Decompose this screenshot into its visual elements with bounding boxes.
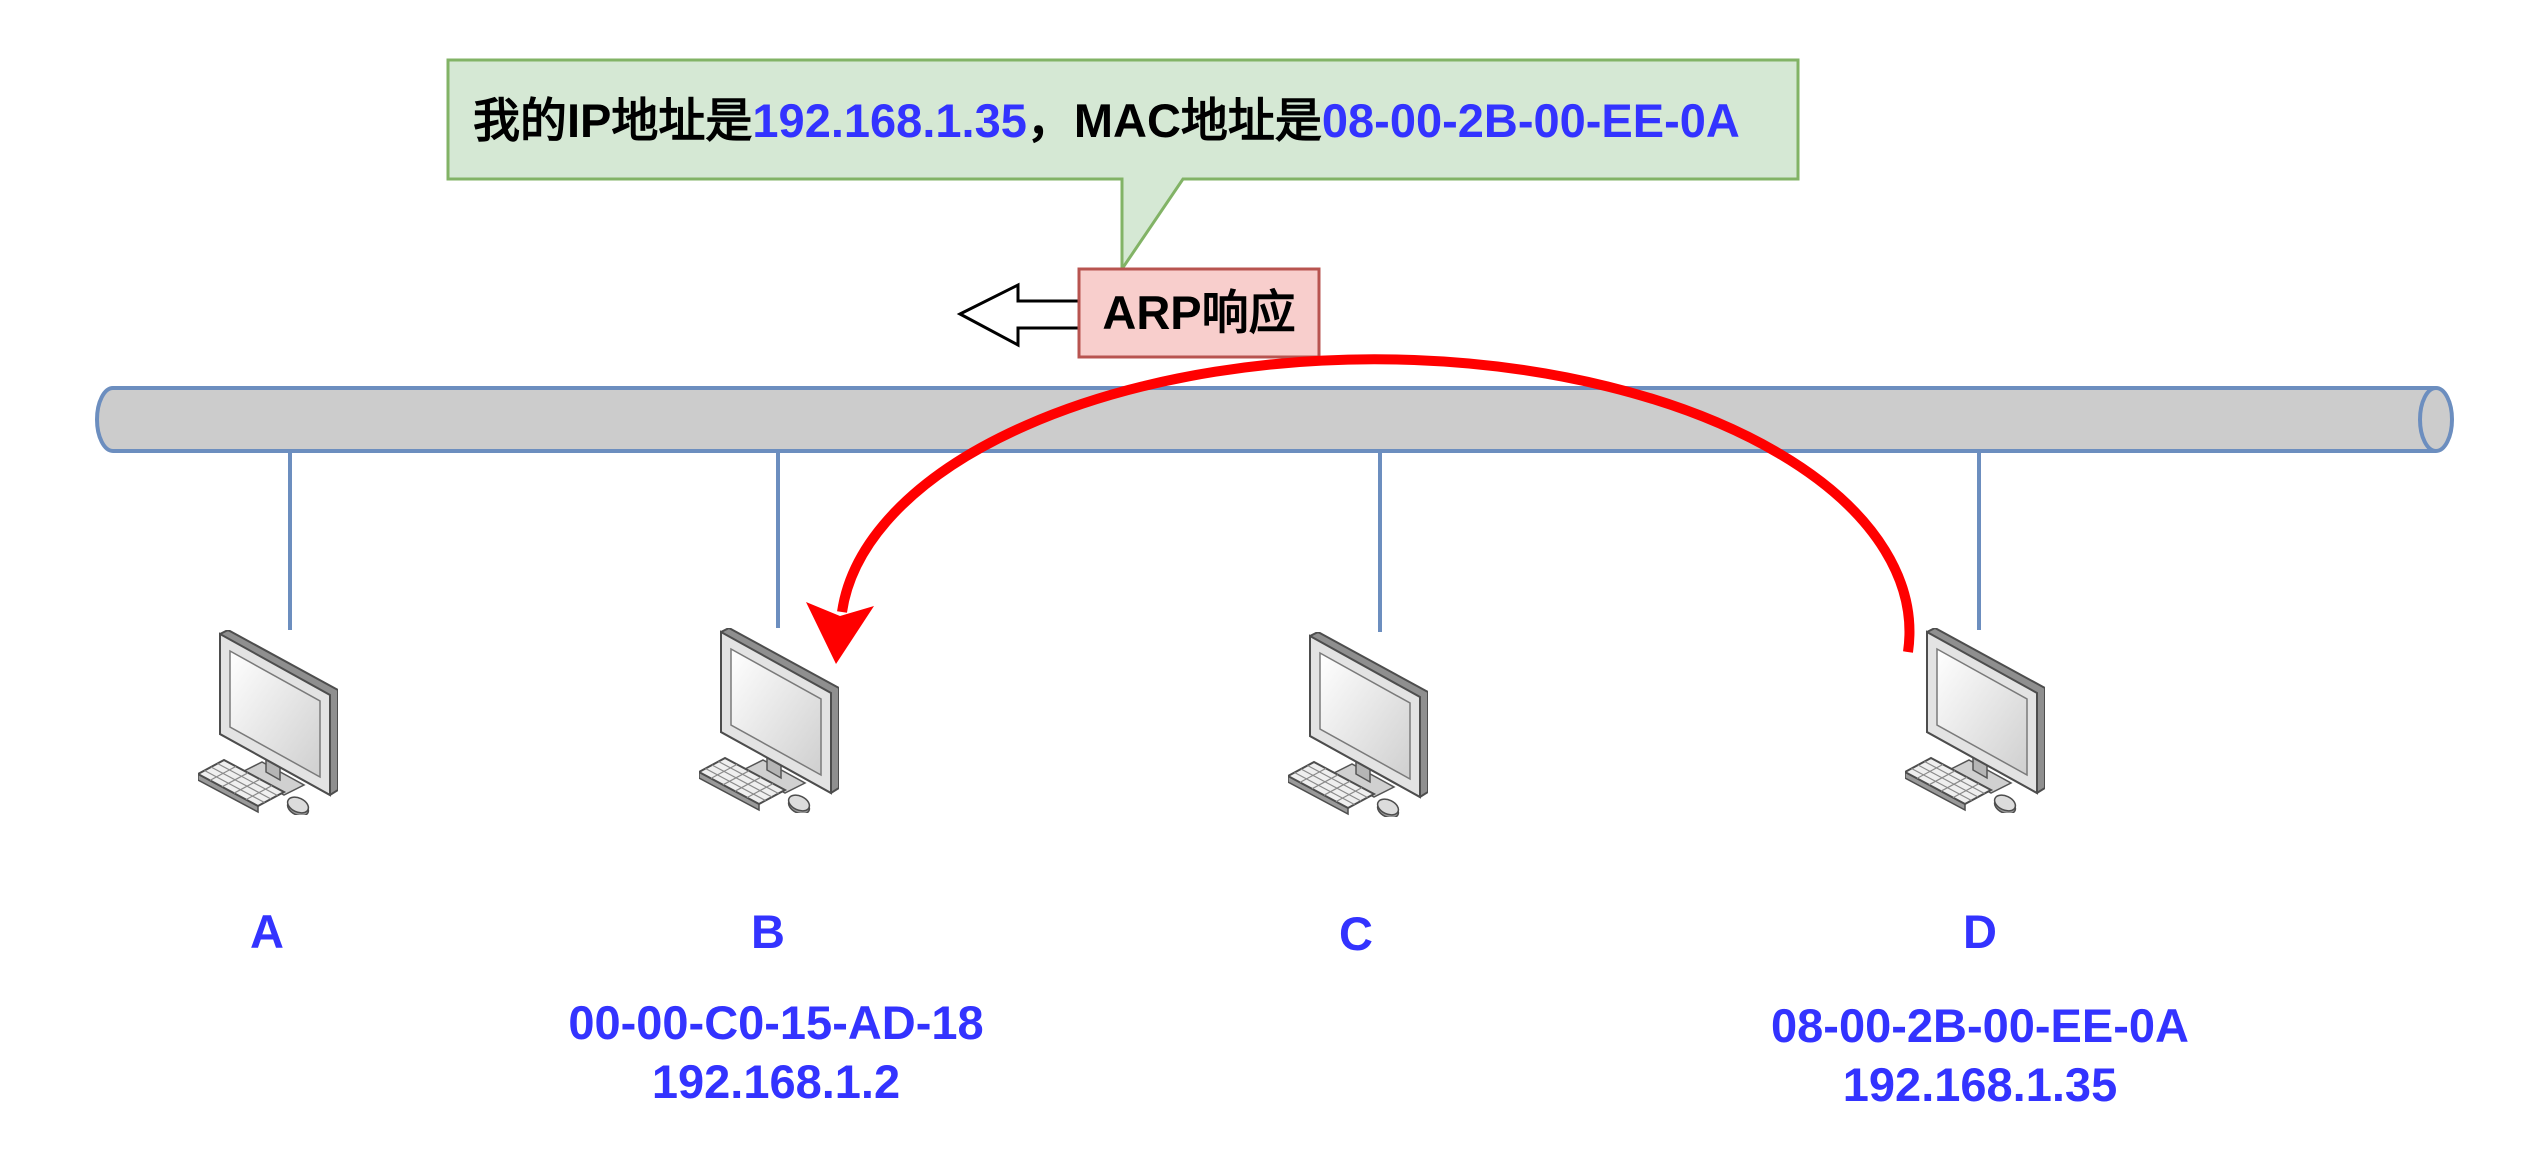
arp-response-rect [1077,267,1321,359]
callout-text: 我的IP地址是192.168.1.35，MAC地址是08-00-2B-00-EE… [473,94,1740,147]
host-d-mac: 08-00-2B-00-EE-0A [1771,999,2189,1052]
reply-arrow [806,354,1915,664]
host-b: B 00-00-C0-15-AD-18 192.168.1.2 [568,628,984,1108]
host-d-label: D [1963,905,1997,958]
host-d-ip: 192.168.1.35 [1843,1058,2117,1111]
callout-ip-value: 192.168.1.35 [752,94,1026,147]
reply-arc [837,354,1915,653]
callout-mac-value: 08-00-2B-00-EE-0A [1322,94,1740,147]
host-c-label: C [1339,907,1373,960]
host-d: D 08-00-2B-00-EE-0A 192.168.1.35 [1771,628,2189,1111]
network-bus [95,386,2454,453]
host-a-label: A [250,905,284,958]
left-hollow-arrow-icon [956,282,1081,348]
host-a-computer-icon [198,630,338,815]
reply-arrowhead-icon [806,602,874,664]
host-b-computer-icon [699,628,839,813]
arp-response-box: ARP响应 [1077,267,1321,359]
arp-response-label: ARP响应 [1102,286,1295,339]
callout-ip-prefix: 我的IP地址是 [473,94,752,147]
bus-cylinder-end [2418,386,2437,453]
host-a: A [198,630,338,958]
host-c: C [1288,632,1428,960]
host-c-computer-icon [1288,632,1428,817]
callout-bubble: 我的IP地址是192.168.1.35，MAC地址是08-00-2B-00-EE… [446,58,1800,274]
host-d-computer-icon [1905,628,2045,813]
host-b-label: B [751,905,785,958]
callout-mac-prefix: ，MAC地址是 [1027,94,1322,147]
host-b-mac: 00-00-C0-15-AD-18 [568,996,983,1049]
callout-shape [446,58,1800,274]
bus-cylinder [95,386,2454,453]
host-b-ip: 192.168.1.2 [652,1055,900,1108]
